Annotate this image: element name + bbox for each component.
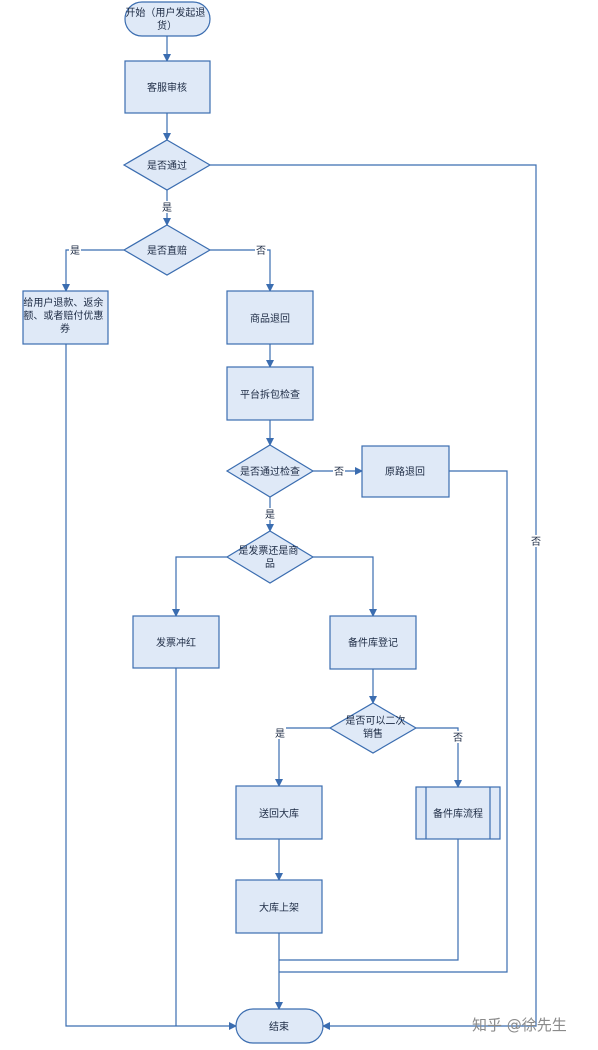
edge-resell-no-spare — [416, 727, 462, 788]
label-inspect-no: 否 — [334, 466, 344, 478]
edge-direct-no-return — [210, 249, 274, 292]
node-send-back-label: 送回大库 — [259, 807, 299, 820]
edges — [62, 36, 537, 1030]
edge-refund-end — [65, 344, 237, 1030]
edge-direct-yes-refund — [62, 249, 124, 292]
node-return-goods-label: 商品退回 — [250, 312, 290, 325]
node-invoice-or-goods-line1: 是发票还是商 — [238, 544, 298, 557]
node-refund-line2: 额、或者赔付优惠 — [23, 309, 103, 322]
node-refund: 给用户退款、返余 额、或者赔付优惠 券 — [22, 290, 109, 345]
nodes: 开始（用户发起退 货） 客服审核 是否通过 是否直赔 给用户退款、返余 额、或者… — [22, 1, 501, 1044]
label-pass-no: 否 — [531, 536, 541, 548]
node-send-back: 送回大库 — [235, 785, 323, 840]
node-pass-inspect: 是否通过检查 — [225, 444, 315, 498]
node-end-label: 结束 — [269, 1020, 289, 1033]
svg-text:是发票还是商 品: 是发票还是商 品 — [238, 544, 301, 570]
label-inspect-yes: 是 — [265, 509, 275, 521]
node-end: 结束 — [235, 1008, 324, 1044]
edge-ig-invoice — [172, 556, 227, 617]
svg-text:给用户退款、返余 额、或者赔付优惠: 给用户退款、返余 额、或者赔付优惠 券 — [23, 296, 106, 335]
node-spare-register: 备件库登记 — [329, 615, 417, 670]
node-spare-process-label: 备件库流程 — [433, 807, 483, 820]
node-spare-register-label: 备件库登记 — [348, 636, 398, 649]
label-resell-yes: 是 — [275, 728, 285, 740]
node-start-line2: 货） — [157, 19, 177, 32]
node-cs-review: 客服审核 — [124, 60, 211, 114]
node-pass-check-label: 是否通过 — [147, 159, 187, 172]
edge-ig-spare — [313, 556, 377, 617]
svg-text:是否可以二次 销售: 是否可以二次 销售 — [345, 714, 408, 740]
label-pass-yes: 是 — [162, 202, 172, 214]
edge-spare-end — [279, 839, 459, 961]
node-pass-check: 是否通过 — [122, 139, 212, 191]
node-shelve-label: 大库上架 — [259, 901, 299, 914]
node-return-original: 原路退回 — [361, 445, 450, 498]
node-invoice-reverse: 发票冲红 — [132, 615, 220, 669]
node-resell-line1: 是否可以二次 — [345, 714, 405, 727]
node-resell: 是否可以二次 销售 — [328, 702, 418, 754]
node-direct-comp: 是否直赔 — [122, 224, 212, 276]
node-invoice-or-goods-line2: 品 — [265, 558, 275, 570]
node-refund-line3: 券 — [60, 322, 70, 335]
node-return-original-label: 原路退回 — [385, 465, 425, 478]
edge-pass-no-end — [210, 164, 537, 1030]
node-return-goods: 商品退回 — [226, 290, 314, 345]
watermark: 知乎 @徐先生 — [472, 1016, 567, 1034]
label-direct-no: 否 — [256, 245, 266, 257]
edge-original-end — [279, 470, 508, 973]
label-direct-yes: 是 — [70, 245, 80, 257]
node-invoice-reverse-label: 发票冲红 — [156, 636, 196, 649]
label-resell-no: 否 — [453, 732, 463, 744]
svg-text:开始（用户发起退 货）: 开始（用户发起退 货） — [125, 6, 208, 32]
node-unpack-check-label: 平台拆包检查 — [240, 388, 300, 401]
node-spare-process: 备件库流程 — [415, 786, 501, 840]
node-invoice-or-goods: 是发票还是商 品 — [225, 530, 315, 584]
node-cs-review-label: 客服审核 — [147, 81, 187, 94]
node-resell-line2: 销售 — [363, 727, 383, 740]
node-pass-inspect-label: 是否通过检查 — [240, 465, 300, 478]
edge-labels: 是 是 否 否 是 是 否 否 — [69, 201, 542, 744]
node-start: 开始（用户发起退 货） — [124, 1, 211, 37]
node-refund-line1: 给用户退款、返余 — [23, 296, 103, 309]
node-shelve: 大库上架 — [235, 879, 323, 934]
node-start-line1: 开始（用户发起退 — [125, 6, 205, 19]
node-unpack-check: 平台拆包检查 — [226, 366, 314, 421]
edge-resell-yes-send — [275, 727, 330, 787]
node-direct-comp-label: 是否直赔 — [147, 244, 187, 257]
